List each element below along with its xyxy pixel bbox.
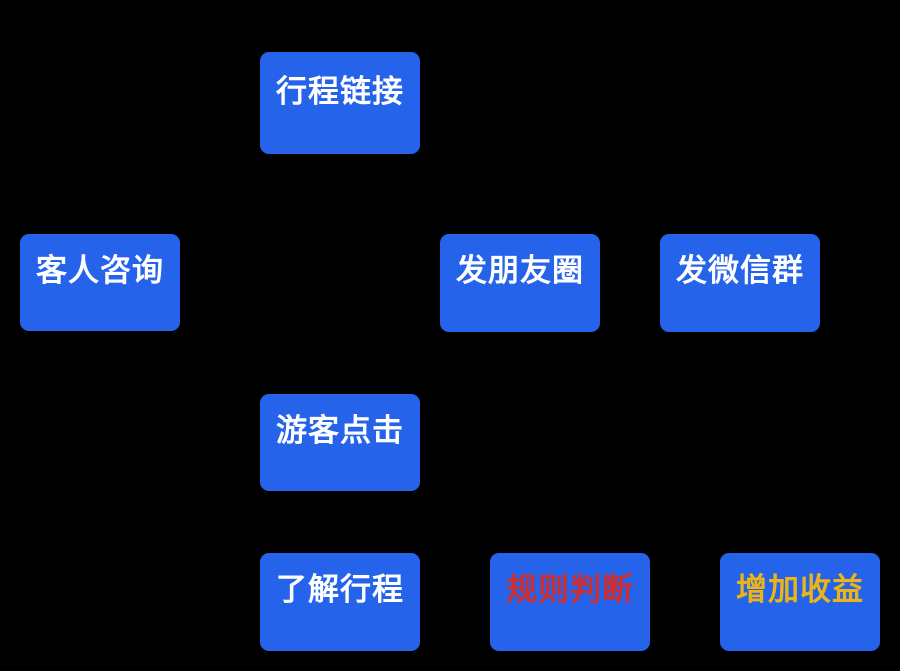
flow-node-view-itinerary: 了解行程 bbox=[260, 553, 420, 651]
flow-node-label: 游客点击 bbox=[276, 413, 404, 448]
flow-node-label: 增加收益 bbox=[736, 572, 864, 607]
flow-node-label: 了解行程 bbox=[276, 572, 404, 607]
flow-node-label: 发朋友圈 bbox=[456, 253, 584, 288]
flow-node-label: 行程链接 bbox=[276, 74, 404, 109]
flow-node-tourist-click: 游客点击 bbox=[260, 394, 420, 491]
flow-node-customer-inquiry: 客人咨询 bbox=[20, 234, 180, 331]
flow-node-post-wechat-group: 发微信群 bbox=[660, 234, 820, 332]
flow-node-label: 发微信群 bbox=[676, 253, 804, 288]
flow-node-label: 客人咨询 bbox=[36, 253, 164, 288]
flow-node-post-moments: 发朋友圈 bbox=[440, 234, 600, 332]
flow-node-rule-judgment: 规则判断 bbox=[490, 553, 650, 651]
flow-node-increase-revenue: 增加收益 bbox=[720, 553, 880, 651]
flow-node-itinerary-link: 行程链接 bbox=[260, 52, 420, 154]
flow-node-label: 规则判断 bbox=[506, 572, 634, 607]
